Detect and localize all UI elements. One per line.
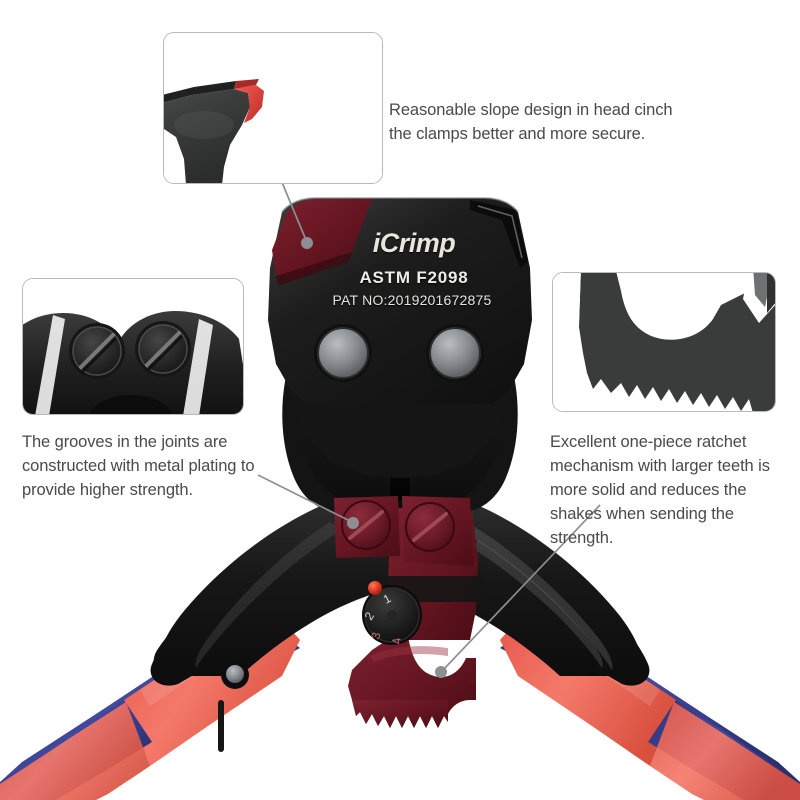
adjustment-dial: 1 2 3 4	[362, 581, 422, 645]
callout-box-joint	[22, 278, 244, 415]
standard-label: ASTM F2098	[359, 268, 469, 287]
callout-box-ratchet	[552, 272, 776, 412]
tool-head	[268, 197, 532, 478]
red-tip	[234, 85, 264, 123]
callout-text-joint: The grooves in the joints are constructe…	[22, 433, 255, 499]
callout-image-ratchet-teeth	[553, 273, 775, 411]
ratchet-silhouette	[579, 273, 775, 411]
brand-logo: iCrimp	[372, 228, 456, 258]
ratchet-plate	[348, 636, 476, 728]
dial-indicator-dot	[368, 581, 382, 595]
right-pivot-pin	[430, 328, 480, 378]
dial-label-4: 4	[389, 637, 404, 645]
dial-label-3: 3	[368, 631, 383, 641]
callout-image-joint-screws	[23, 279, 243, 414]
joint-screws	[334, 496, 474, 566]
callout-image-head-slope	[164, 33, 382, 183]
callout-box-slope	[163, 32, 383, 184]
patent-label: PAT NO:2019201672875	[332, 292, 492, 308]
callout-text-ratchet: Excellent one-piece ratchet mechanism wi…	[550, 433, 770, 547]
left-pivot-pin	[318, 328, 368, 378]
left-arm-hardware	[218, 661, 249, 752]
callout-text-slope: Reasonable slope design in head cinch th…	[389, 101, 673, 143]
